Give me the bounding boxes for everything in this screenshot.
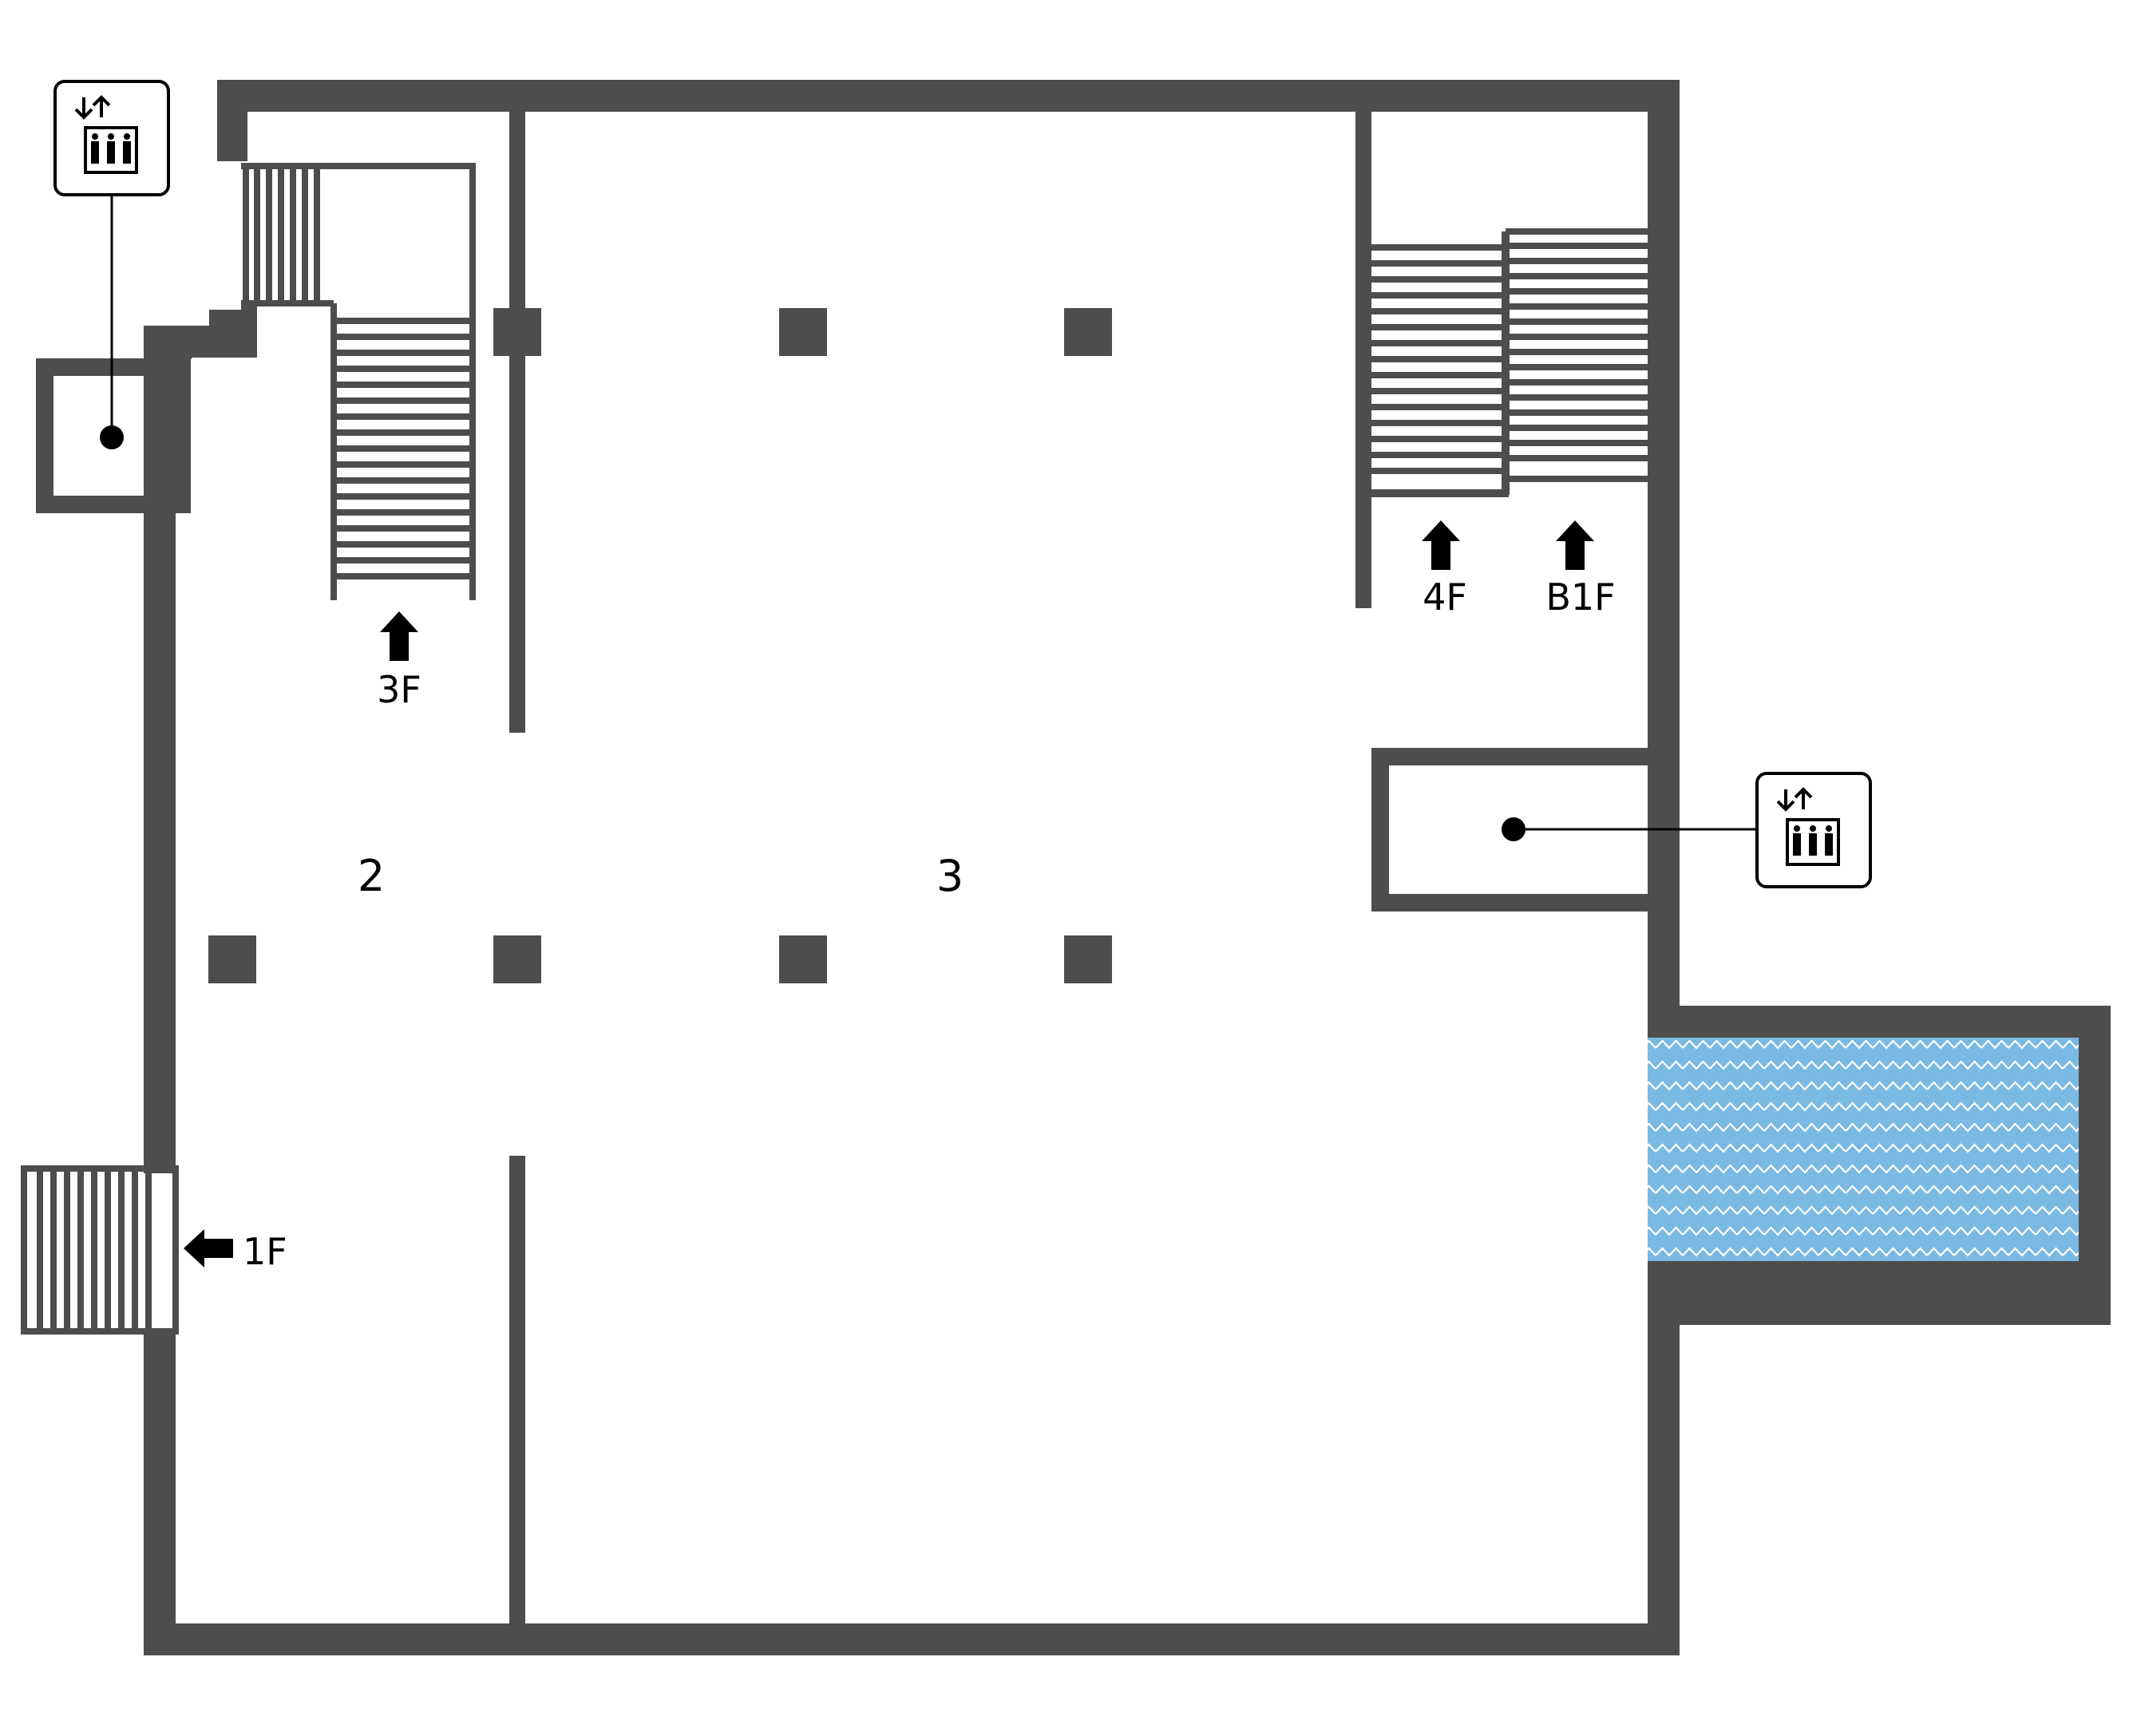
stairs-4f-b1f [1355,112,1648,608]
stair-label-4f: 4F [1423,575,1467,619]
stair-label-3f: 3F [377,668,421,711]
interior-wall [509,112,525,1627]
arrow-icon [1556,520,1594,570]
arrow-icon [184,1229,233,1267]
room-label-2: 2 [358,851,385,901]
stair-label-b1f: B1F [1545,575,1615,619]
elevator-shaft-left [36,358,191,513]
arrow-icon [380,611,418,661]
arrow-icon [1422,520,1460,570]
outer-walls [144,80,1680,1655]
stairs-3f [241,163,476,600]
water-feature [1648,1006,2111,1325]
elevator-callout-right [1502,772,1872,888]
columns [208,308,1112,983]
elevator-callout-left [53,80,170,449]
elevator-icon [53,80,170,196]
stairs-1f [21,1165,179,1335]
stair-label-1f: 1F [243,1230,287,1273]
elevator-icon [1755,772,1872,888]
room-label-3: 3 [936,851,964,901]
